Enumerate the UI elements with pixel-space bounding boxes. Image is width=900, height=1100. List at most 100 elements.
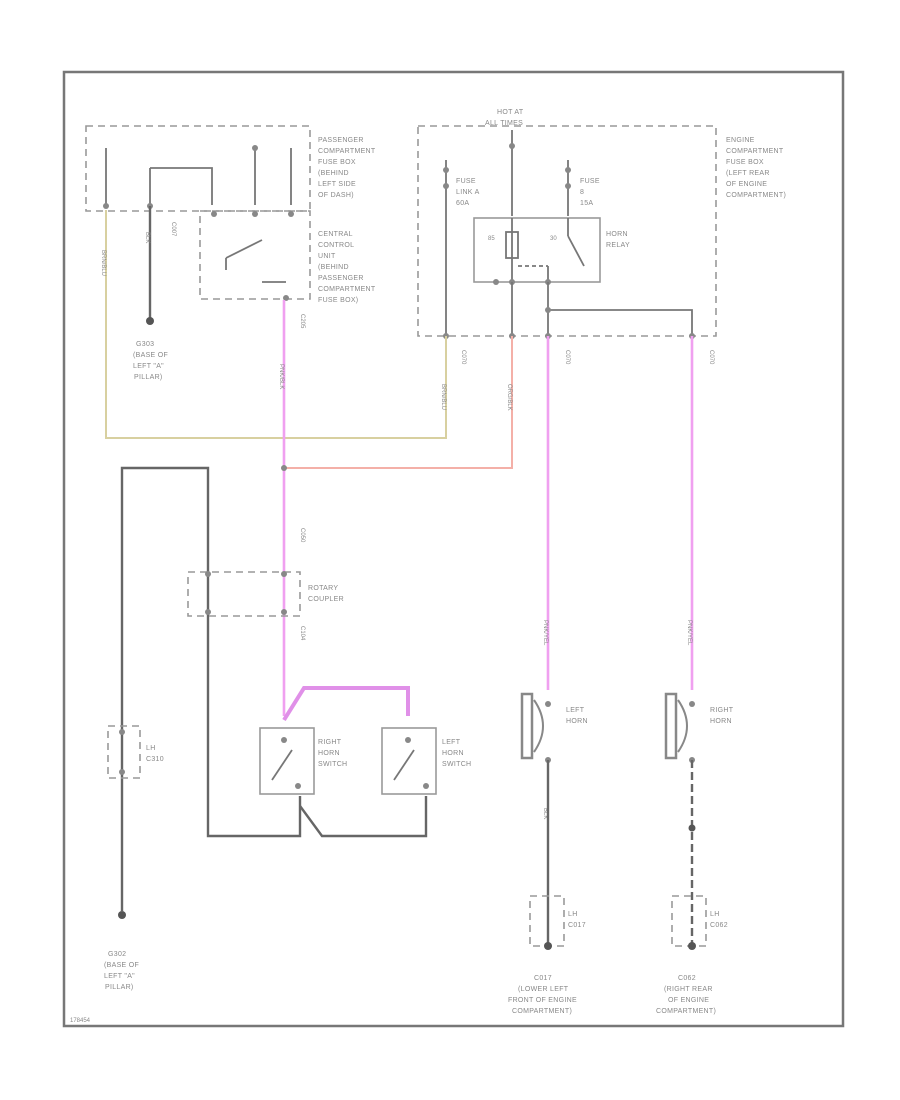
g302-line-2: (BASE OF: [104, 962, 139, 969]
g062-line-4: COMPARTMENT): [656, 1008, 716, 1015]
engine-fb-line-1: ENGINE: [726, 137, 755, 144]
ccu-line-6: COMPARTMENT: [318, 286, 376, 293]
g302-line-4: PILLAR): [105, 984, 134, 991]
rhs-line-2: HORN: [318, 750, 340, 757]
rotary-coupler-outline: [187, 571, 301, 617]
hot-line-1: HOT AT: [497, 109, 524, 116]
wire-label-brn-center: BRN/BLU: [440, 384, 446, 410]
passenger-fuse-box-line-4: (BEHIND: [318, 170, 349, 177]
g017-ground-symbol: [544, 942, 552, 950]
right-horn-switch-box: [259, 727, 315, 795]
c310-line-1: LH: [146, 745, 156, 752]
right-horn-switch-symbol: [271, 737, 301, 789]
fuse-link-line-2: LINK A: [456, 189, 480, 196]
passenger-fuse-box-label: PASSENGER COMPARTMENT FUSE BOX (BEHIND L…: [318, 137, 376, 199]
g062-ground-symbol: [688, 942, 696, 950]
switch-ground-loop: [120, 466, 302, 880]
lhs-line-2: HORN: [442, 750, 464, 757]
relay-output-splice: [545, 307, 551, 313]
c017-line-1: LH: [568, 911, 578, 918]
central-control-unit-outline: [199, 210, 311, 300]
horn-relay-internals: 85 30: [488, 218, 585, 285]
wire-label-blk-g303: BLK: [144, 232, 150, 243]
g017-line-2: (LOWER LEFT: [518, 986, 569, 993]
right-horn-icon: [664, 692, 695, 763]
c310-pin-1: [119, 729, 125, 735]
g302-line-1: G302: [108, 951, 126, 958]
g017-line-4: COMPARTMENT): [512, 1008, 572, 1015]
engine-fb-line-4: (LEFT REAR: [726, 170, 770, 177]
wire-label-c070a: C070: [460, 350, 466, 365]
left-horn-label: LEFT HORN: [566, 707, 588, 725]
left-horn-icon: [520, 692, 551, 763]
wire-label-pnk-right-horn: PNK/YEL: [686, 620, 692, 646]
lh-c062-outline: [671, 895, 707, 947]
corner-code: 178454: [70, 1018, 91, 1024]
ccu-line-3: UNIT: [318, 253, 336, 260]
right-horn-line-2: HORN: [710, 718, 732, 725]
ccu-line-4: (BEHIND: [318, 264, 349, 271]
g062-line-1: C062: [678, 975, 696, 982]
diagram-frame: [62, 70, 845, 1028]
horn-relay-label: HORN RELAY: [606, 231, 630, 249]
lh-c017-label: LH C017: [568, 911, 586, 929]
wire-label-c070b: C070: [564, 350, 570, 365]
horn-relay-box: [473, 217, 601, 283]
battery-feed-dot: [509, 143, 515, 149]
passenger-fuse-box-line-1: PASSENGER: [318, 137, 364, 144]
wire-label-brn-left: BRN/BLU: [100, 250, 106, 276]
c310-pin-2: [119, 769, 125, 775]
passenger-fuse-box-line-5: LEFT SIDE: [318, 181, 356, 188]
fuse-8: FUSE 8 15A: [565, 160, 600, 216]
rhs-line-3: SWITCH: [318, 761, 347, 768]
engine-fb-line-3: FUSE BOX: [726, 159, 764, 166]
pnk-bridge-wire: [282, 686, 410, 722]
passenger-fuse-box-outline: [85, 125, 311, 212]
c017-line-2: C017: [568, 922, 586, 929]
left-horn-line-1: LEFT: [566, 707, 585, 714]
engine-fb-line-5: OF ENGINE: [726, 181, 767, 188]
fuse-link-a: FUSE LINK A 60A: [443, 160, 480, 336]
passenger-fuse-box-terminals: [103, 145, 294, 301]
c310-line-2: C310: [146, 756, 164, 763]
rotary-line-2: COUPLER: [308, 596, 344, 603]
rotary-line-1: ROTARY: [308, 585, 338, 592]
left-horn-switch-label: LEFT HORN SWITCH: [442, 739, 471, 768]
fuse-link-line-3: 60A: [456, 200, 469, 207]
horn-relay-line-2: RELAY: [606, 242, 630, 249]
lhs-line-1: LEFT: [442, 739, 461, 746]
g303-line-1: G303: [136, 341, 154, 348]
g303-line-3: LEFT "A": [133, 363, 164, 370]
rhs-line-1: RIGHT: [318, 739, 342, 746]
g017-line-1: C017: [534, 975, 552, 982]
rotary-pin-1: [205, 571, 211, 577]
fuse-link-line-1: FUSE: [456, 178, 476, 185]
engine-fb-line-6: COMPARTMENT): [726, 192, 786, 199]
wire-label-c007: C007: [170, 222, 176, 237]
engine-fb-line-2: COMPARTMENT: [726, 148, 784, 155]
fuse-8-line-1: FUSE: [580, 178, 600, 185]
lh-c310-outline: [107, 725, 141, 779]
right-horn-label: RIGHT HORN: [710, 707, 733, 725]
fuse-8-line-3: 15A: [580, 200, 593, 207]
horn-relay-line-1: HORN: [606, 231, 628, 238]
wire-label-blk-horns: BLK: [542, 808, 548, 819]
c062-line-2: C062: [710, 922, 728, 929]
g017-line-3: FRONT OF ENGINE: [508, 997, 577, 1004]
lh-c310-label: LH C310: [146, 745, 164, 763]
rotary-coupler-label: ROTARY COUPLER: [308, 585, 344, 603]
passenger-fuse-box-line-6: OF DASH): [318, 192, 354, 199]
svg-text:30: 30: [550, 236, 557, 242]
left-horn-line-2: HORN: [566, 718, 588, 725]
hot-at-all-times-label: HOT AT ALL TIMES: [485, 109, 524, 127]
passenger-fuse-box-line-3: FUSE BOX: [318, 159, 356, 166]
left-horn-switch-symbol: [393, 737, 429, 789]
rotary-pin-3: [205, 609, 211, 615]
central-control-unit-label: CENTRAL CONTROL UNIT (BEHIND PASSENGER C…: [318, 231, 376, 304]
lh-c062-label: LH C062: [710, 911, 728, 929]
ground-g303-label: G303 (BASE OF LEFT "A" PILLAR): [133, 341, 168, 381]
org-blk-wire: [284, 336, 513, 469]
wire-label-c050: C050: [299, 528, 305, 543]
rotary-pin-4: [281, 609, 287, 615]
wire-label-c104: C104: [299, 626, 305, 641]
